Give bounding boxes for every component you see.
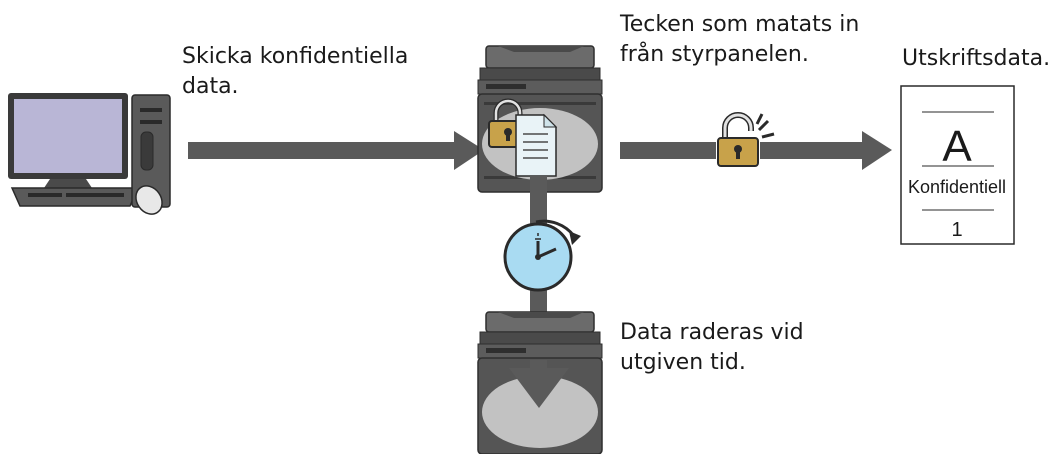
output-document: A Konfidentiell 1 (900, 85, 1015, 245)
send-data-label-line1: Skicka konfidentiella (182, 44, 409, 69)
erase-label: Data raderas vid utgiven tid. (620, 318, 804, 378)
computer-icon (8, 93, 171, 215)
print-data-label: Utskriftsdata. (902, 46, 1050, 71)
clock-timer-icon (503, 219, 581, 292)
arrow-down-head (509, 360, 569, 408)
send-data-label: Skicka konfidentiella data. (182, 42, 408, 102)
control-panel-label-line2: från styrpanelen. (620, 42, 809, 67)
erase-label-line1: Data raderas vid (620, 320, 804, 345)
send-data-label-line2: data. (182, 74, 239, 99)
document-stamp: Konfidentiell (908, 177, 1006, 197)
document-big-letter: A (942, 122, 972, 171)
control-panel-label-line1: Tecken som matats in (620, 12, 860, 37)
erase-label-line2: utgiven tid. (620, 350, 746, 375)
document-icon (515, 113, 558, 177)
document-page-number: 1 (951, 219, 962, 241)
arrow-send (188, 131, 484, 170)
unlocked-padlock-icon (716, 112, 775, 167)
control-panel-label: Tecken som matats in från styrpanelen. (620, 10, 859, 70)
